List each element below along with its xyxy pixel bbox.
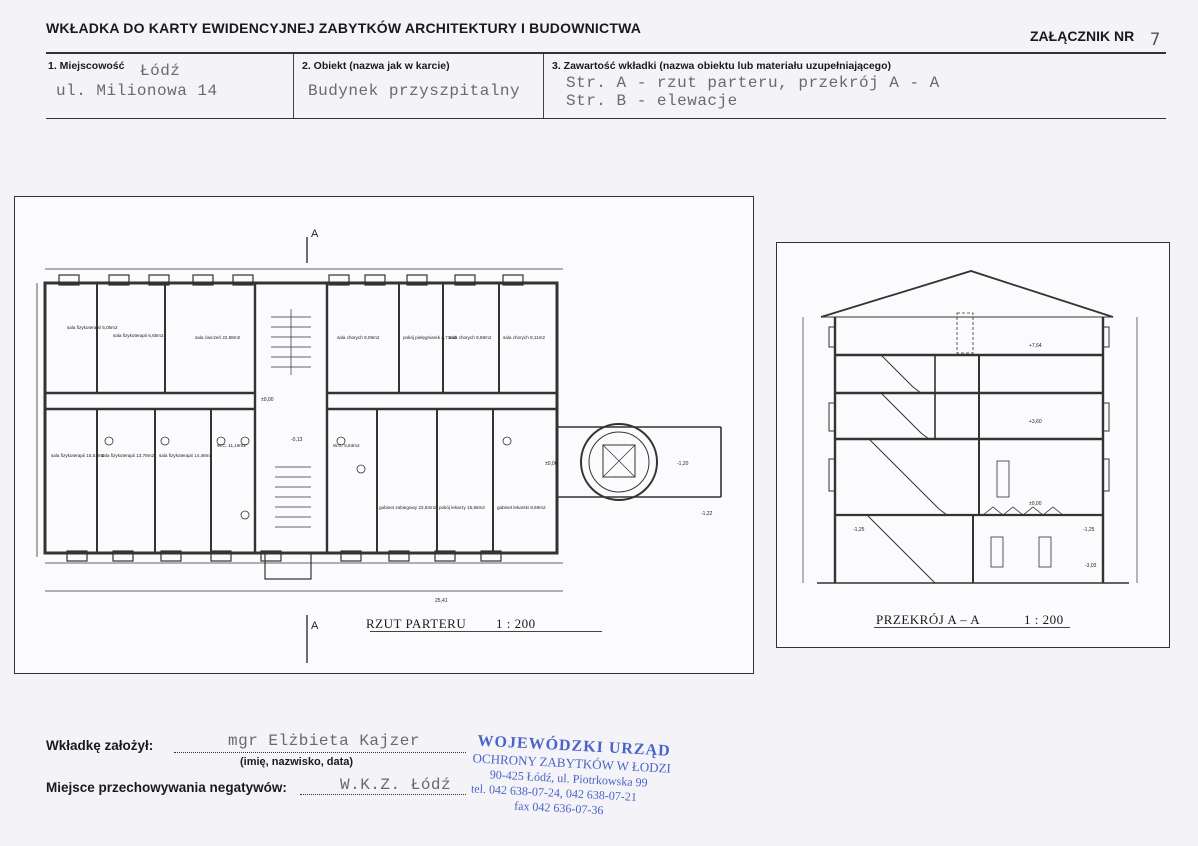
header-rule-bottom xyxy=(46,118,1166,119)
room-label-5: pokój pielęgniarek 4,73m2 xyxy=(403,335,457,340)
plan-caption-underline xyxy=(370,631,602,632)
author-value: mgr Elżbieta Kajzer xyxy=(228,732,420,750)
room-label-12: W.C. 5,63m2 xyxy=(333,443,360,448)
content-line-1: Str. A - rzut parteru, przekrój A - A xyxy=(566,74,940,92)
field-divider-2 xyxy=(543,54,544,118)
section-level-mark-2: +3,60 xyxy=(1029,419,1042,425)
section-caption: PRZEKRÓJ A – A xyxy=(876,612,981,627)
author-hint: (imię, nazwisko, data) xyxy=(240,756,354,768)
annex-label: ZAŁĄCZNIK NR xyxy=(1030,28,1135,44)
negatives-dotted-line xyxy=(300,794,466,795)
object-label: 2. Obiekt (nazwa jak w karcie) xyxy=(302,60,450,72)
room-label-15: gabinet lekarski 8,69m2 xyxy=(497,505,546,510)
plan-level-mark-1: ±0,00 xyxy=(261,397,274,403)
room-label-1: sala fizykoterapii 5,05m2 xyxy=(67,325,118,330)
section-sheet: +7,64 +3,60 ±0,00 -1,25 -1,25 -3,03 xyxy=(776,242,1170,648)
room-label-6: sala chorych 8,68m2 xyxy=(449,335,492,340)
plan-section-mark-top: A xyxy=(311,228,319,240)
room-label-3: sala ćwiczeń 22,88m2 xyxy=(195,335,241,340)
plan-scale: 1 : 200 xyxy=(496,616,536,631)
negatives-value: W.K.Z. Łódź xyxy=(340,776,452,794)
author-dotted-line xyxy=(174,752,466,753)
room-label-4: sala chorych 8,09m2 xyxy=(337,335,380,340)
annex-number: 7 xyxy=(1150,30,1161,50)
location-label: 1. Miejscowość xyxy=(48,60,125,72)
field-divider-1 xyxy=(293,54,294,118)
plan-level-mark-3: ±0,00 xyxy=(545,461,558,467)
location-city: Łódź xyxy=(140,62,181,80)
office-stamp: WOJEWÓDZKI URZĄD OCHRONY ZABYTKÓW W ŁODZ… xyxy=(462,732,672,822)
room-label-2: sala fizykoterapii 5,65m2 xyxy=(113,333,164,338)
location-street: ul. Milionowa 14 xyxy=(56,82,218,100)
section-scale: 1 : 200 xyxy=(1024,612,1064,627)
negatives-label: Miejsce przechowywania negatywów: xyxy=(46,780,287,795)
room-label-13: gabinet zabiegowy 23,63m2 xyxy=(379,505,437,510)
plan-total-dimension: 25,41 xyxy=(435,598,448,604)
object-name: Budynek przyszpitalny xyxy=(308,82,521,100)
content-line-2: Str. B - elewacje xyxy=(566,92,738,110)
document-title: WKŁADKA DO KARTY EWIDENCYJNEJ ZABYTKÓW A… xyxy=(46,20,642,36)
section-level-mark-3: ±0,00 xyxy=(1029,501,1042,507)
plan-section-mark-bottom: A xyxy=(311,620,319,632)
section-level-mark-4: -1,25 xyxy=(853,527,865,533)
room-label-7: sala chorych 8,11m2 xyxy=(503,335,545,340)
section-level-mark-5: -1,25 xyxy=(1083,527,1095,533)
plan-level-mark-5: -1,22 xyxy=(701,511,713,517)
floor-plan-sheet: A A sala fizykoterapii 5,05m2 sala fizyk… xyxy=(14,196,754,674)
plan-level-mark-2: -0,13 xyxy=(291,437,303,443)
room-label-9: sala fizykoterapii 13,78m2 xyxy=(101,453,155,458)
section-caption-underline xyxy=(874,627,1070,628)
room-label-11: W.C. 11,19m2 xyxy=(217,443,246,448)
author-label: Wkładkę założył: xyxy=(46,738,154,753)
header-rule-top xyxy=(46,52,1166,54)
section-level-mark-1: +7,64 xyxy=(1029,343,1042,349)
room-label-14: pokój lekarzy 15,66m2 xyxy=(439,505,485,510)
room-label-8: sala fizykoterapii 15,51m2 xyxy=(51,453,105,458)
section-level-mark-6: -3,03 xyxy=(1085,563,1097,569)
plan-level-mark-4: -1,20 xyxy=(677,461,689,467)
room-label-10: sala fizykoterapii 14,48m2 xyxy=(159,453,213,458)
floor-plan-drawing: A A sala fizykoterapii 5,05m2 sala fizyk… xyxy=(36,228,722,663)
plan-caption: RZUT PARTERU xyxy=(366,616,467,631)
content-label: 3. Zawartość wkładki (nazwa obiektu lub … xyxy=(552,60,891,72)
section-drawing: +7,64 +3,60 ±0,00 -1,25 -1,25 -3,03 xyxy=(802,270,1138,584)
